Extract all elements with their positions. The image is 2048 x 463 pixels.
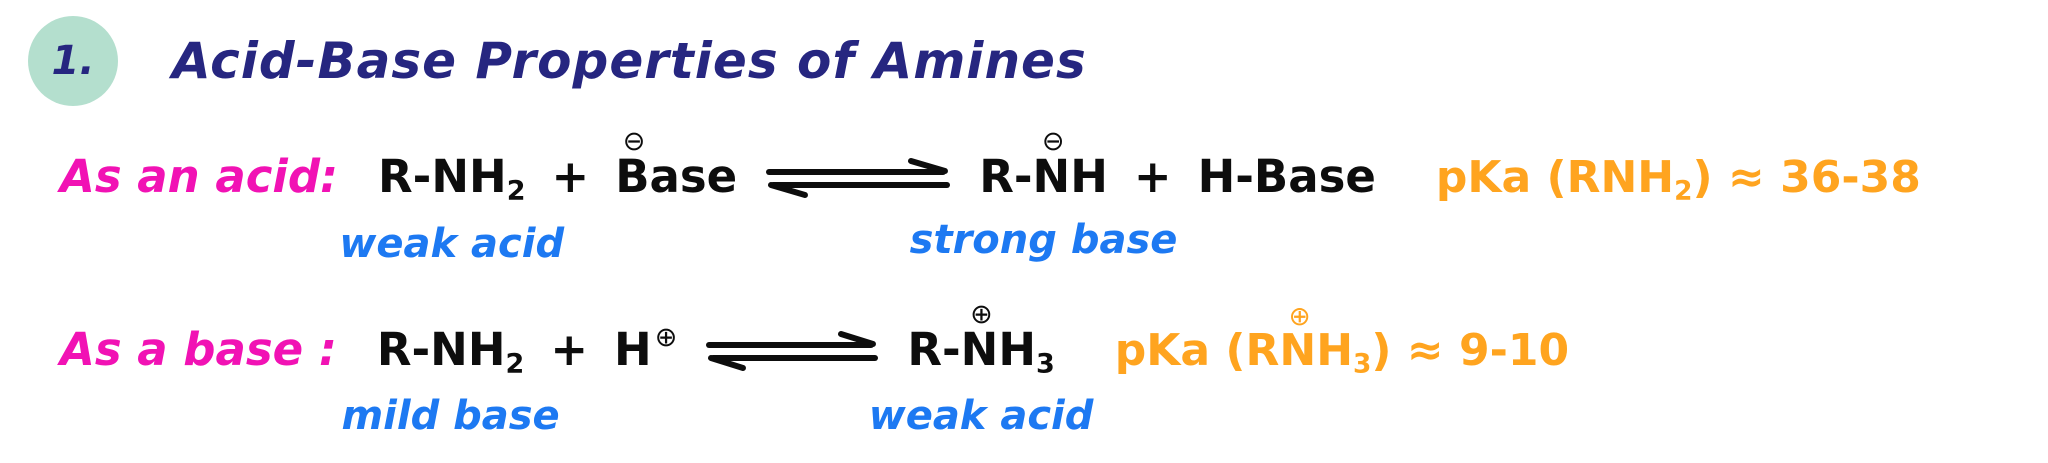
ammonium-subscript: 3 xyxy=(1036,348,1055,380)
amine-formula: R-NH2 xyxy=(376,322,525,380)
page-title: Acid-Base Properties of Amines xyxy=(172,32,1087,90)
plus-sign: + xyxy=(551,150,590,203)
amide-formula: R-⊖NH xyxy=(979,128,1108,203)
amide-product-species: R-⊖NH strong base xyxy=(910,128,1178,263)
base-species: ⊖Base xyxy=(615,128,738,203)
role-label-acid: As an acid: xyxy=(60,150,339,203)
amine-formula: R-NH2 xyxy=(378,150,525,207)
role-label-base: As a base : xyxy=(60,322,337,376)
reaction-as-base: As a base : R-NH2 mild base + H⊕ R-⊕NH3 … xyxy=(60,301,1570,440)
pka-base-mid: H xyxy=(1316,324,1354,376)
proton-symbol: H xyxy=(614,322,652,376)
pka-note-acid: pKa (RNH2) ≈ 36-38 xyxy=(1436,152,1921,206)
reaction-as-acid: As an acid: R-NH2 weak acid + ⊖Base R-⊖N… xyxy=(60,128,1921,267)
mild-base-annotation: mild base xyxy=(341,393,560,440)
base-rest: ase xyxy=(649,150,738,203)
weak-acid-annotation: weak acid xyxy=(868,393,1094,440)
base-formula: ⊖Base xyxy=(615,128,738,203)
minus-charge-icon: ⊖ xyxy=(1041,126,1065,158)
conjugate-acid-formula: H-Base xyxy=(1197,150,1376,203)
plus-charge-icon: ⊕ xyxy=(654,322,678,353)
ammonium-formula: R-⊕NH3 xyxy=(907,301,1055,380)
amine-species: R-NH2 mild base xyxy=(341,322,559,440)
plus-charge-icon: ⊕ xyxy=(970,299,993,331)
weak-acid-annotation: weak acid xyxy=(339,220,565,267)
amine-formula-text: R-NH xyxy=(378,150,507,203)
plus-charge-icon: ⊕ xyxy=(1288,300,1311,332)
pka-charged-atom: ⊕N xyxy=(1279,303,1317,376)
ammonium-atom: N xyxy=(960,322,999,376)
section-number-badge: 1. xyxy=(28,16,118,106)
pka-base-value: ) ≈ 9-10 xyxy=(1371,324,1570,376)
section-number: 1. xyxy=(51,38,95,84)
ammonium-post: H xyxy=(998,322,1036,376)
amine-subscript: 2 xyxy=(505,348,525,380)
pka-note-base: pKa (R⊕NH3) ≈ 9-10 xyxy=(1114,303,1570,380)
pka-acid-subscript: 2 xyxy=(1674,175,1693,207)
pka-base-pre: pKa (R xyxy=(1114,324,1280,376)
plus-sign: + xyxy=(1133,150,1172,203)
plus-sign: + xyxy=(550,322,589,376)
proton-formula: H⊕ xyxy=(614,322,678,376)
pka-acid-pre: pKa (RNH xyxy=(1435,152,1675,203)
equilibrium-arrow-icon xyxy=(703,330,881,372)
base-charged-atom: ⊖B xyxy=(615,128,650,203)
amine-species: R-NH2 weak acid xyxy=(339,150,564,267)
equilibrium-arrow-icon xyxy=(763,157,953,199)
proton-species: H⊕ xyxy=(614,322,677,376)
ammonium-charged-atom: ⊕N xyxy=(960,301,999,376)
amine-subscript: 2 xyxy=(506,175,526,207)
strong-base-annotation: strong base xyxy=(909,217,1178,263)
pka-base-subscript: 3 xyxy=(1353,348,1372,380)
ammonium-pre: R- xyxy=(907,322,961,376)
amide-pre: R- xyxy=(979,150,1033,203)
pka-atom: N xyxy=(1279,324,1317,376)
amide-charged-atom: ⊖N xyxy=(1032,128,1071,203)
amide-post: H xyxy=(1070,150,1108,203)
minus-charge-icon: ⊖ xyxy=(622,126,646,158)
ammonium-product-species: R-⊕NH3 weak acid xyxy=(869,301,1094,439)
amine-formula-text: R-NH xyxy=(376,322,506,376)
pka-acid-value: ) ≈ 36-38 xyxy=(1692,152,1921,203)
amide-atom: N xyxy=(1032,150,1071,203)
base-initial: B xyxy=(615,150,650,203)
